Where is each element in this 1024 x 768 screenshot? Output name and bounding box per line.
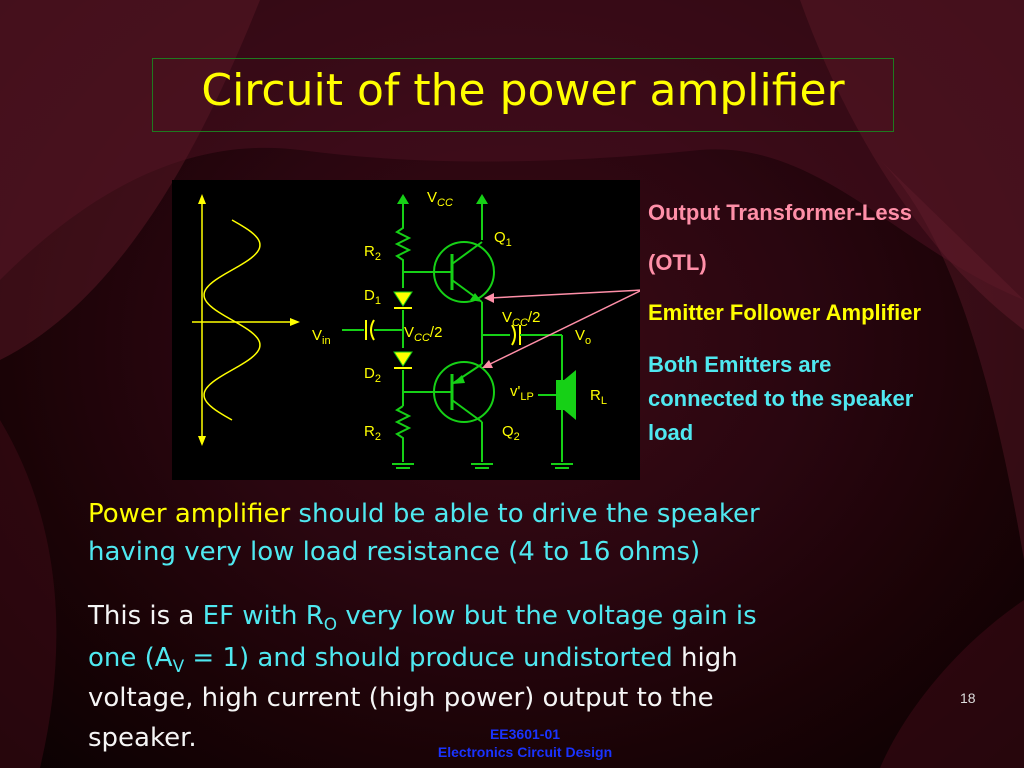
vlp-label: v'LP	[510, 383, 534, 403]
course-code: EE3601-01	[489, 726, 561, 742]
vcc-label: VCC	[427, 189, 453, 209]
power-amplifier-term: Power amplifier	[88, 499, 291, 529]
pointer-arrows	[482, 289, 640, 368]
note-emitters-line3: load	[648, 420, 694, 445]
q2-transistor	[403, 361, 495, 469]
vcc-half-left-label: VCC/2	[404, 324, 442, 344]
note-emitters-line1: Both Emitters are	[648, 352, 832, 377]
title-box: Circuit of the power amplifier	[152, 58, 894, 132]
footer: EE3601-01 Electronics Circuit Design	[420, 725, 630, 761]
paragraph-2-line1: This is a EF with RO very low but the vo…	[88, 601, 757, 634]
vin-label: Vin	[312, 327, 331, 347]
vcc-rails	[397, 194, 488, 240]
circuit-diagram: VCC Q1 R2 D1 Vin VCC/2 VCC/2 Vo D2 v'LP …	[192, 189, 640, 469]
sine-wave	[203, 219, 261, 421]
vcc-half-right-label: VCC/2	[502, 309, 540, 329]
input-waveform	[192, 194, 300, 446]
page-title: Circuit of the power amplifier	[201, 65, 845, 116]
bias-network	[342, 222, 414, 469]
note-ef-amplifier: Emitter Follower Amplifier	[648, 300, 922, 325]
note-otl-line1: Output Transformer-Less	[648, 200, 913, 225]
r2-bot-label: R2	[364, 423, 381, 443]
course-name: Electronics Circuit Design	[437, 744, 613, 760]
q1-transistor	[403, 241, 495, 303]
d2-label: D2	[364, 365, 381, 385]
q1-label: Q1	[494, 229, 512, 249]
output-network	[481, 302, 576, 469]
paragraph-2-line3: voltage, high current (high power) outpu…	[88, 683, 714, 713]
q2-label: Q2	[502, 423, 520, 443]
d1-label: D1	[364, 287, 381, 307]
note-otl-line2: (OTL)	[648, 250, 707, 275]
paragraph-1-line1: Power amplifier should be able to drive …	[88, 499, 760, 529]
paragraph-2-line4: speaker.	[88, 723, 197, 753]
paragraph-1-line2: having very low load resistance (4 to 16…	[88, 537, 701, 567]
rl-label: RL	[590, 387, 607, 407]
vo-label: Vo	[575, 327, 591, 347]
r2-top-label: R2	[364, 243, 381, 263]
page-number: 18	[960, 690, 976, 706]
note-emitters-line2: connected to the speaker	[648, 386, 914, 411]
paragraph-2-line2: one (AV = 1) and should produce undistor…	[88, 643, 738, 676]
